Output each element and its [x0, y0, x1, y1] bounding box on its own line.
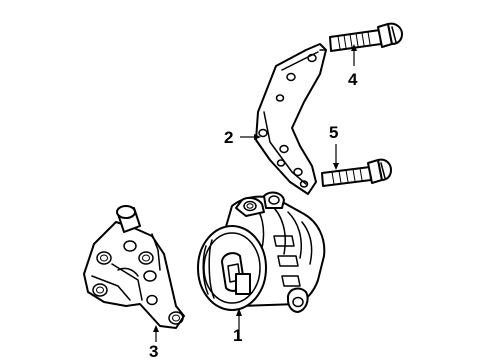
arrow-head-2: [254, 134, 261, 140]
callout-4: 4: [348, 44, 358, 89]
callout-label-2: 2: [224, 128, 233, 147]
arrow-head-3: [153, 325, 159, 332]
part-5-bolt: [321, 158, 392, 187]
callout-label-3: 3: [149, 342, 158, 360]
callout-1: 1: [233, 308, 242, 345]
part-1-alternator: [197, 191, 326, 313]
arrow-head-1: [236, 308, 242, 316]
part-4-bolt: [329, 22, 403, 52]
part-3-mount-bracket: [83, 205, 185, 329]
callout-2: 2: [224, 128, 261, 147]
arrow-head-4: [351, 44, 357, 51]
part-2-bracket: [255, 43, 327, 195]
callout-3: 3: [149, 325, 159, 360]
callout-label-5: 5: [329, 123, 338, 142]
callout-label-1: 1: [233, 326, 242, 345]
arrow-head-5: [333, 163, 339, 170]
callout-label-4: 4: [348, 70, 358, 89]
callout-5: 5: [329, 123, 339, 170]
